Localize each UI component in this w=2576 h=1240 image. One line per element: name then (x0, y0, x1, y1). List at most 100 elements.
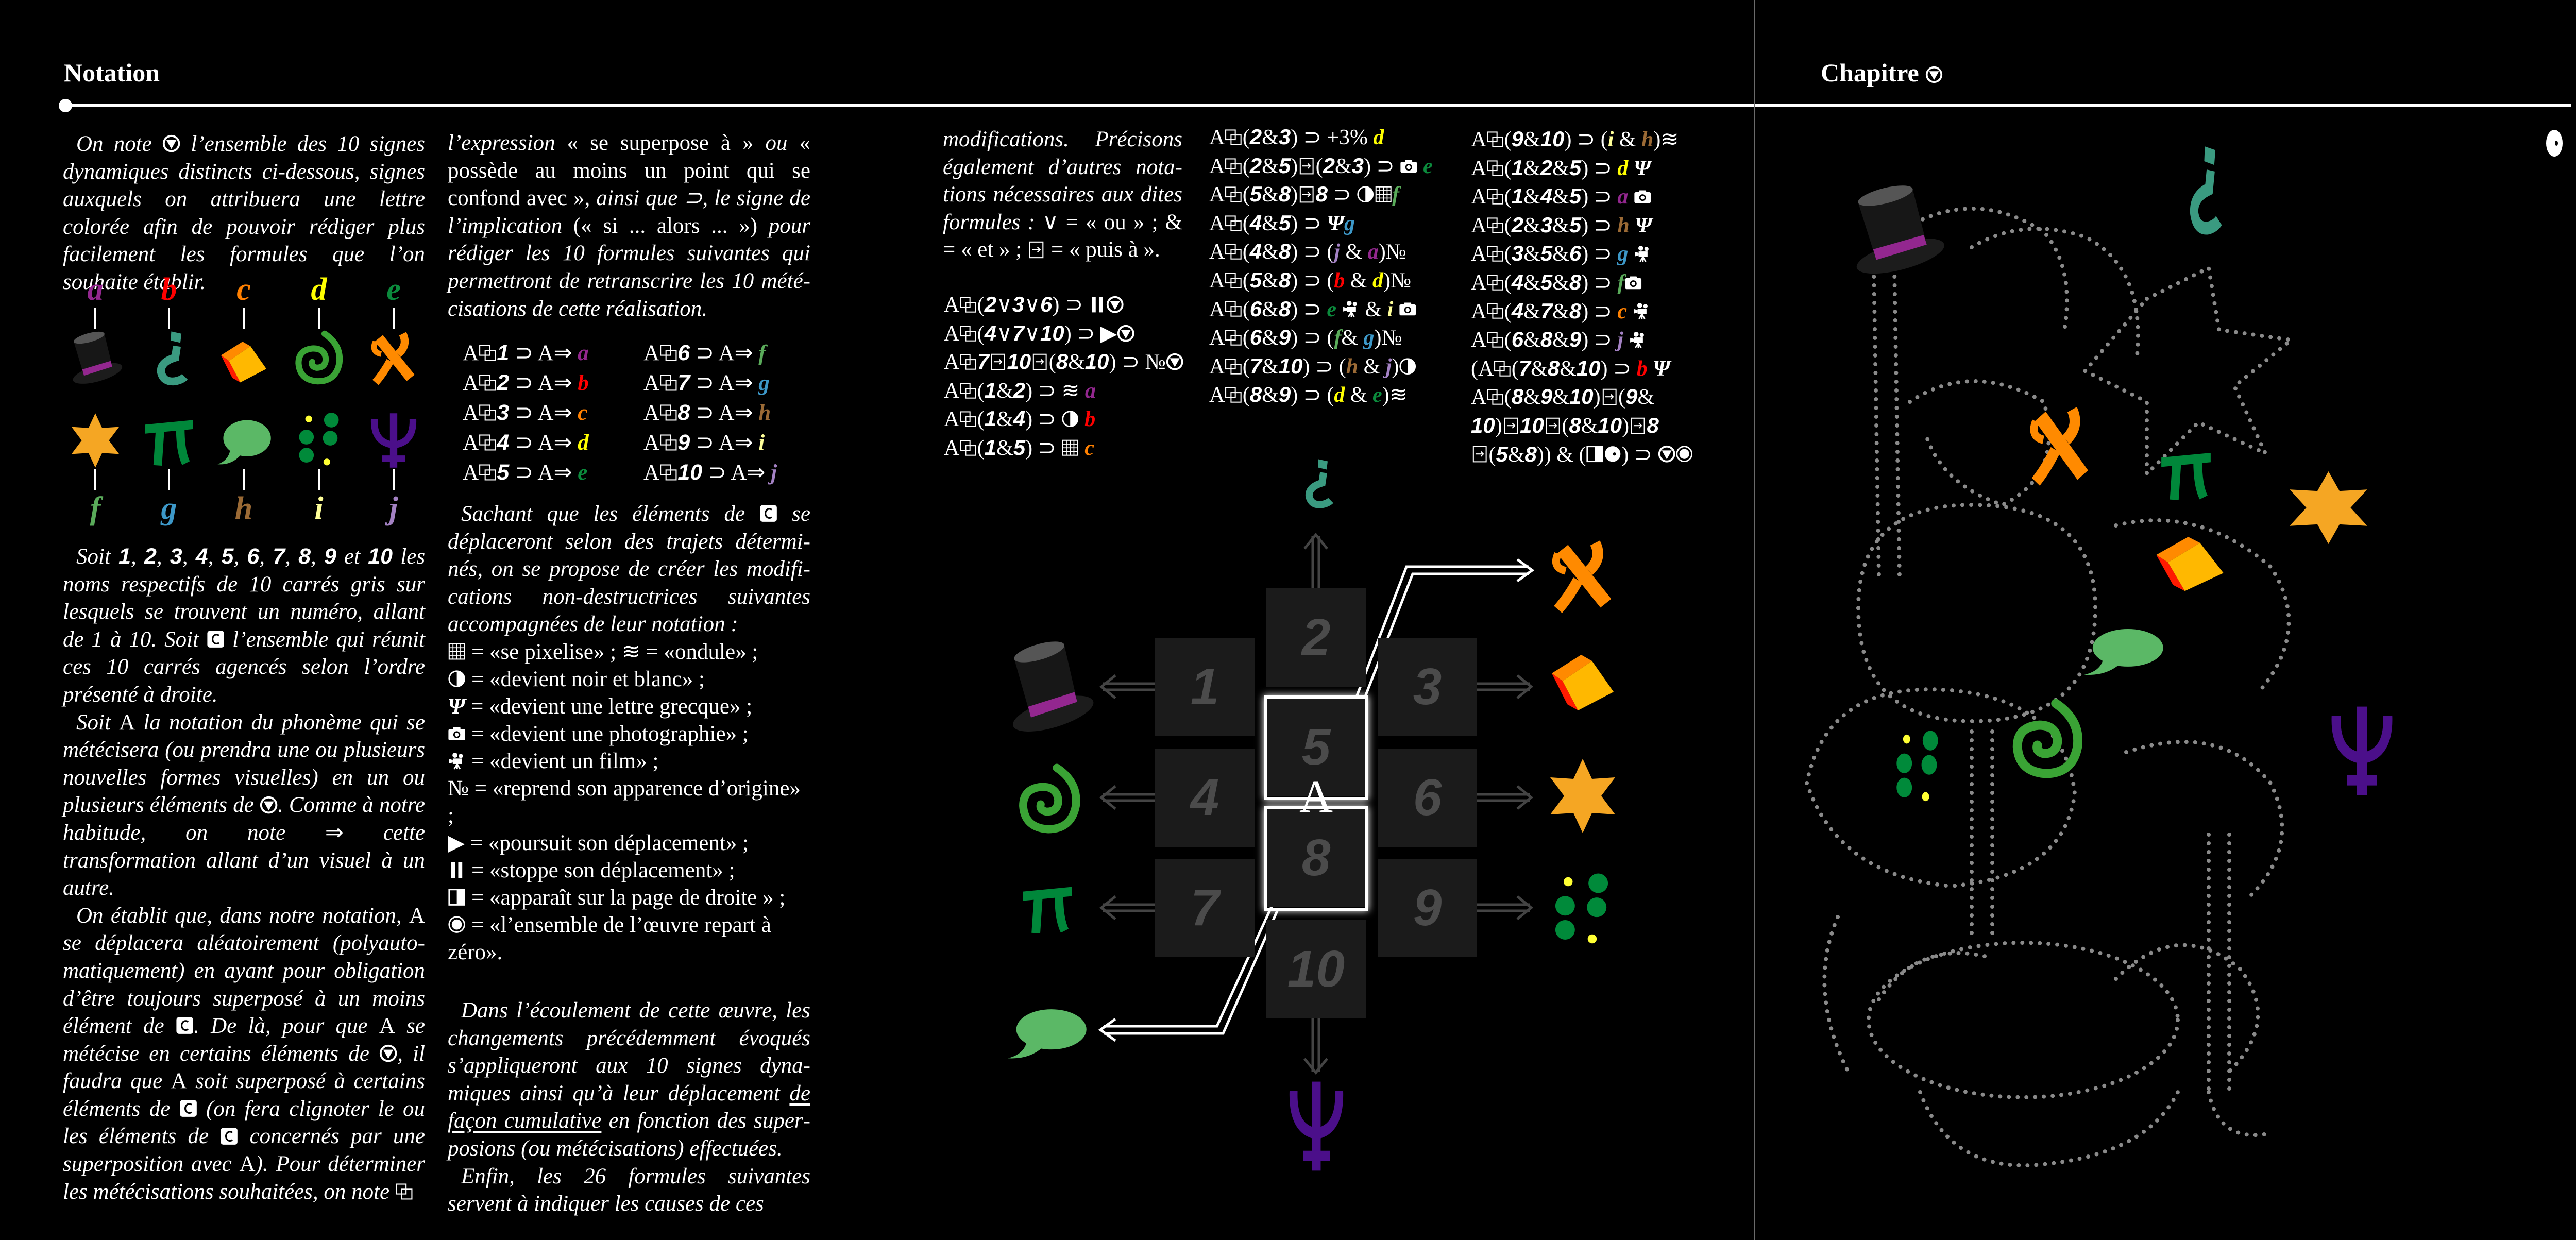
square-ref: 5 (1540, 269, 1553, 294)
formula-line: A(1&5) ⊃ c (944, 435, 1094, 460)
square-ref: 9 (1511, 127, 1524, 151)
formula-line: = «l’ensemble de l’œuvre repart à zéro». (448, 912, 771, 964)
formula-line: = «apparaît sur la page de droite » ; (448, 884, 810, 911)
sign-letter-f: f (1392, 183, 1400, 207)
sign-letter-e: e (1423, 154, 1433, 178)
square-ref: 5 (1496, 441, 1508, 466)
inverted-question-mark-icon (1291, 453, 1342, 513)
square-ref: 6 (1249, 296, 1262, 321)
square-ref: 10 (1040, 320, 1064, 345)
square-ref: 6 (247, 544, 260, 569)
underlined-text: de façon cumulative (448, 1081, 810, 1133)
square-ref: 5 (497, 460, 510, 485)
formula-line: = «devient un film» ; (448, 748, 810, 775)
square-ref: 3 (1540, 212, 1553, 237)
phoneme-paragraph: Soit A la notation du phonème qui se mét… (63, 710, 425, 901)
square-ref: 5 (1569, 184, 1582, 209)
formula-line: A(5&8) ⊃ (b & d)№ (1209, 267, 1412, 293)
formula-line: A(2&3) ⊃ +3% d (1209, 125, 1384, 149)
formula-line: ▶ = «poursuit son déplacement» ; (448, 830, 749, 855)
square-ref: 8 (1056, 349, 1069, 374)
sign-letter-i: i (1607, 128, 1614, 151)
formula-line: A(2&5)(2&3) ⊃ e (1209, 153, 1433, 178)
cumulative-paragraph: Dans l’écoulement de cette œuvre, les ch… (448, 998, 810, 1161)
connector-line (243, 308, 245, 329)
formula-line: A(5&8)8 ⊃ f (1209, 182, 1400, 207)
gray-arrows (1099, 533, 1533, 1075)
formulas-intro: Enfin, les 26 formules suivantes servent… (448, 1164, 810, 1216)
header-rule-left (65, 104, 1755, 107)
phoneme-a: A (1299, 771, 1333, 822)
formula-line: A(2∨3∨6) ⊃ (944, 291, 1183, 319)
roman-text: ∨ = « ou » ; & = « et » ; = « puis à ». (943, 210, 1182, 262)
square-ref: 3 (1351, 153, 1364, 178)
chapter-title-text: Chapitre (1821, 58, 1919, 87)
sign-letter-g: g (1617, 242, 1629, 266)
square-ref: 9 (1278, 325, 1291, 350)
square-ref: 4 (497, 430, 510, 455)
square-ref: 10 (368, 544, 393, 569)
formulas-column-2: A(2&3) ⊃ +3% d A(2&5)(2&3) ⊃ e A(5&8)8 ⊃ f… (1209, 123, 1433, 410)
diagram-arrows (1098, 533, 1535, 1075)
square-ref: 9 (1540, 384, 1553, 409)
roman-text: A (409, 903, 425, 928)
square-ref: 2 (1511, 212, 1524, 237)
sign-letter-d: d (1334, 383, 1345, 407)
square-ref: 5 (1540, 241, 1553, 266)
square-ref: 8 (298, 544, 311, 569)
sign-a: a (67, 271, 124, 386)
roman-text: A (239, 1152, 256, 1177)
square-ref: 6 (677, 341, 690, 365)
sign-f: f (67, 412, 124, 526)
formula-line: = «se pixelise» ; ≋ = «ondule» ; (448, 638, 810, 666)
sign-letter-a: a (1617, 185, 1629, 209)
square-9: 9 (1378, 859, 1477, 957)
sign-letter-d: d (1617, 156, 1629, 180)
square-5: 5 (1266, 698, 1366, 796)
square-ref: 7 (1249, 353, 1262, 378)
sign-letter-h: h (1346, 354, 1359, 379)
cube-icon (1544, 638, 1621, 715)
sign-i: i (291, 412, 347, 526)
square-ref: 1 (118, 544, 131, 569)
square-ref: 8 (1540, 327, 1553, 352)
formula-line: A(4&8) ⊃ (j & a)№ (1209, 239, 1406, 264)
greek-letter: Ψ (1653, 356, 1670, 381)
squares-paragraph: Soit 1, 2, 3, 4, 5, 6, 7, 8, 9 et 10 les… (63, 544, 426, 707)
square-ref: 3 (497, 400, 510, 425)
square-7: 7 (1155, 859, 1255, 957)
movement-paragraph: On établit que, dans notre notation, A s… (63, 903, 425, 1204)
sign-letter: a (87, 272, 104, 307)
greek-letter: Ψ (448, 694, 466, 719)
definitions-text: Soit 1, 2, 3, 4, 5, 6, 7, 8, 9 et 10 les… (63, 543, 425, 1205)
sign-letter-c: c (1084, 436, 1094, 460)
square-ref: 4 (1249, 239, 1262, 264)
square-ref: 10 (1569, 384, 1594, 409)
sign-b: b (141, 271, 197, 386)
square-ref: 3 (1012, 292, 1025, 316)
header-rule-right (1755, 104, 2571, 107)
square-ref: 3 (170, 544, 182, 569)
psi-icon (2324, 705, 2400, 797)
formula-line: A(1&4) ⊃ b (944, 406, 1096, 432)
square-ref: 8 (1547, 355, 1560, 380)
sign-letter-h: h (1617, 213, 1630, 237)
square-ref: 8 (1524, 441, 1537, 466)
square-ref: 8 (1278, 239, 1291, 264)
square-ref: 4 (1540, 184, 1553, 209)
square-ref: 1 (497, 341, 510, 365)
formula-line: № = «reprend son apparence d’origine» ; (448, 776, 801, 828)
highlight-square-5 (1264, 695, 1368, 800)
square-ref: 9 (1569, 327, 1582, 352)
square-4: 4 (1155, 749, 1255, 847)
square-ref: 8 (1278, 182, 1291, 207)
sign-letter: f (90, 491, 101, 526)
